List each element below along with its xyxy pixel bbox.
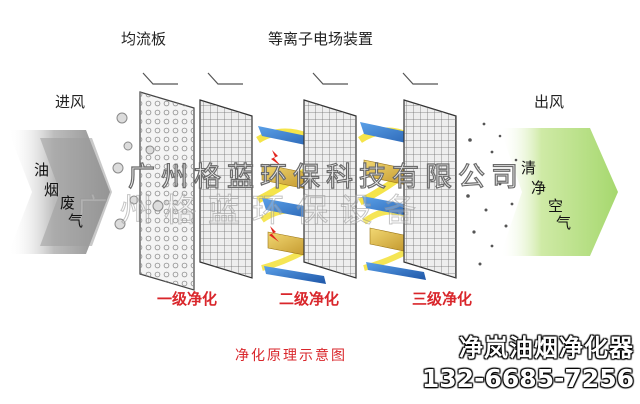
stage-2-label: 二级净化 xyxy=(279,290,340,308)
stage-1-label: 一级净化 xyxy=(157,290,218,308)
brand-product-name: 净岚油烟净化器 xyxy=(459,334,634,362)
plasma-device-label: 等离子电场装置 xyxy=(268,30,374,48)
inlet-label: 进风 xyxy=(55,93,86,111)
grid-panel-3 xyxy=(403,99,457,279)
grid-panel-1 xyxy=(199,99,253,279)
inlet-char-2: 烟 xyxy=(44,181,60,199)
outlet-char-1: 清 xyxy=(521,159,537,177)
inlet-arrow-icon xyxy=(8,130,112,254)
inlet-char-3: 废 xyxy=(60,194,76,212)
leader-lines xyxy=(142,72,438,85)
flow-plate-panel xyxy=(139,91,195,291)
outlet-char-2: 净 xyxy=(531,179,547,197)
particle-icon xyxy=(112,112,164,230)
watermark-line-1: 广州格蓝环保科技有限公司 xyxy=(127,162,524,193)
watermark-line-2: 广州格蓝环保设备 xyxy=(75,191,429,229)
outlet-char-3: 空 xyxy=(548,197,564,215)
brand-phone: 132-6685-7256 xyxy=(421,364,634,393)
spark-icon xyxy=(269,150,281,242)
diagram-caption: 净化原理示意图 xyxy=(235,348,347,364)
inlet-char-1: 油 xyxy=(34,161,50,179)
outlet-char-4: 气 xyxy=(556,214,572,232)
outlet-arrow-icon xyxy=(500,128,618,256)
outlet-label: 出风 xyxy=(534,93,565,111)
flow-plate-label: 均流板 xyxy=(121,30,167,48)
stage-3-label: 三级净化 xyxy=(412,290,473,308)
grid-panel-2 xyxy=(303,99,357,279)
inlet-char-4: 气 xyxy=(68,212,84,230)
clean-particles xyxy=(466,122,518,266)
